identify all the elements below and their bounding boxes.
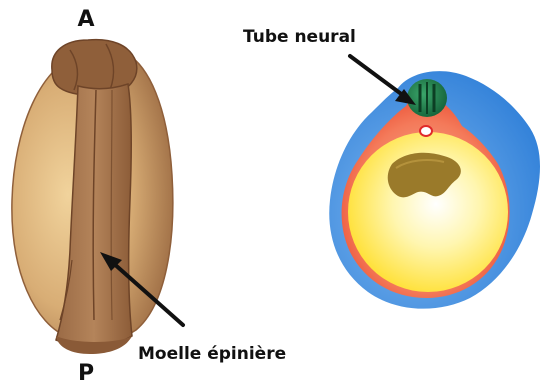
label-posterior: P bbox=[78, 361, 94, 385]
embryo-cross-section bbox=[329, 71, 540, 309]
label-spinal-cord: Moelle épinière bbox=[138, 344, 286, 364]
notochord bbox=[420, 126, 432, 136]
label-neural-tube: Tube neural bbox=[243, 27, 356, 47]
embryo-dorsal-view bbox=[12, 40, 173, 354]
neural-tube bbox=[407, 79, 447, 117]
label-anterior: A bbox=[77, 7, 94, 32]
